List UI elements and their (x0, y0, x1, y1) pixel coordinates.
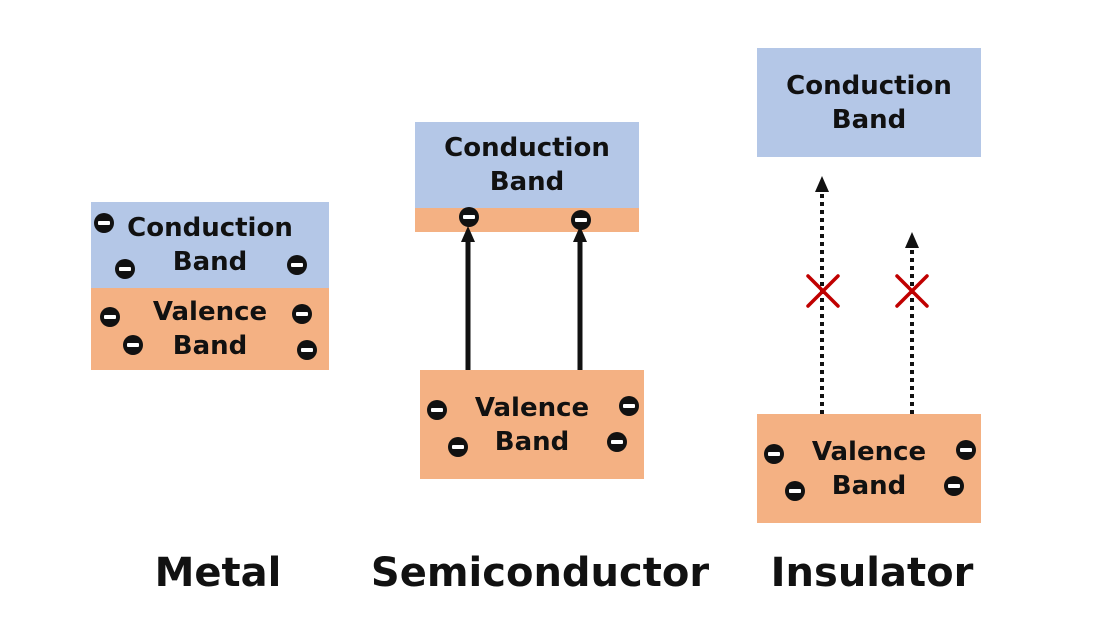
metal-valence-label-line2: Band (172, 331, 248, 361)
metal-conduction-label-line1: Conduction (127, 213, 293, 243)
semiconductor-valence-band: Valence Band (420, 370, 644, 479)
semiconductor-valence-label-line1: Valence (474, 392, 590, 423)
electron-icon (427, 400, 447, 420)
insulator-title: Insulator (770, 550, 974, 596)
metal-valence-label-line1: Valence (152, 297, 268, 327)
excitation-arrow-right (573, 226, 587, 370)
semiconductor-valence-strip (415, 208, 639, 232)
insulator-valence-band: Valence Band (757, 414, 981, 523)
metal-valence-band: Valence Band (91, 288, 329, 370)
electron-icon (292, 304, 312, 324)
semiconductor-conduction-label-line2: Band (489, 167, 565, 197)
electron-icon (448, 437, 468, 457)
blocked-arrow-left (815, 176, 829, 414)
electron-icon (785, 481, 805, 501)
insulator-valence-label-line1: Valence (811, 436, 927, 467)
excitation-arrow-left (461, 226, 475, 370)
electron-icon (607, 432, 627, 452)
blocked-arrow-right (905, 232, 919, 414)
electron-icon (115, 259, 135, 279)
metal-title: Metal (154, 550, 282, 596)
blocked-cross-icon (895, 274, 929, 308)
electron-icon (94, 213, 114, 233)
metal-conduction-label-line2: Band (172, 247, 248, 277)
insulator-conduction-label-line2: Band (831, 104, 907, 135)
electron-icon (297, 340, 317, 360)
insulator-valence-label-line2: Band (831, 470, 907, 501)
electron-icon (571, 210, 591, 230)
semiconductor-title: Semiconductor (370, 550, 710, 596)
electron-icon (287, 255, 307, 275)
blocked-cross-icon (806, 274, 840, 308)
electron-icon (459, 207, 479, 227)
semiconductor-conduction-label-line1: Conduction (444, 133, 610, 163)
electron-icon (956, 440, 976, 460)
semiconductor-valence-label-line2: Band (494, 426, 570, 457)
insulator-conduction-label-line1: Conduction (786, 70, 952, 101)
electron-icon (764, 444, 784, 464)
electron-icon (123, 335, 143, 355)
electron-icon (619, 396, 639, 416)
insulator-conduction-band: Conduction Band (757, 48, 981, 157)
semiconductor-conduction-band: Conduction Band (415, 122, 639, 208)
electron-icon (944, 476, 964, 496)
electron-icon (100, 307, 120, 327)
